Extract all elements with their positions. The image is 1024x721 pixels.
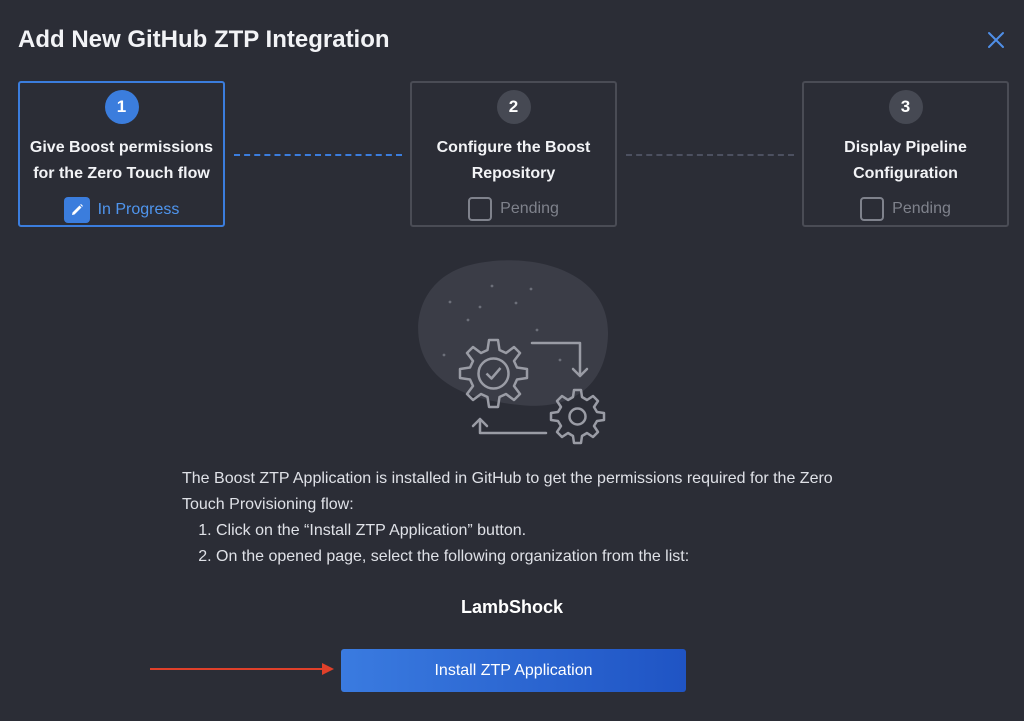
- step-1-card[interactable]: 1 Give Boost permissions for the Zero To…: [18, 81, 225, 227]
- pencil-icon: [63, 197, 90, 223]
- step-2-card[interactable]: 2 Configure the Boost Repository Pending: [410, 81, 617, 227]
- step-3-label: Display Pipeline Configuration: [844, 139, 967, 182]
- instructions-intro: The Boost ZTP Application is installed i…: [182, 470, 833, 513]
- instructions-item-1: Click on the “Install ZTP Application” b…: [216, 518, 862, 544]
- step-3-status: Pending: [804, 197, 1007, 221]
- step-1-status-text: In Progress: [97, 201, 180, 218]
- instructions-list: Click on the “Install ZTP Application” b…: [216, 518, 862, 570]
- step-2-status: Pending: [412, 197, 615, 221]
- dialog-title: Add New GitHub ZTP Integration: [18, 26, 390, 53]
- step-3-status-text: Pending: [892, 200, 951, 217]
- organization-name: LambShock: [460, 597, 564, 617]
- step-3-number: 3: [888, 90, 923, 124]
- close-button[interactable]: [984, 28, 1008, 52]
- checkbox-icon: [860, 197, 885, 221]
- instructions: The Boost ZTP Application is installed i…: [182, 466, 862, 570]
- step-connector-1: [234, 154, 402, 156]
- step-2-number: 2: [496, 90, 531, 124]
- step-1-status: In Progress: [20, 197, 223, 223]
- step-3-card[interactable]: 3 Display Pipeline Configuration Pending: [802, 81, 1009, 227]
- close-icon: [988, 32, 1004, 48]
- step-1-label: Give Boost permissions for the Zero Touc…: [29, 139, 214, 182]
- step-1-number: 1: [104, 90, 139, 124]
- instructions-item-2: On the opened page, select the following…: [216, 544, 862, 570]
- step-connector-2: [626, 154, 794, 156]
- annotation-arrow: [150, 663, 334, 675]
- install-ztp-application-button[interactable]: Install ZTP Application: [341, 649, 686, 692]
- checkbox-icon: [468, 197, 493, 221]
- gears-cycle-icon: [418, 260, 609, 445]
- step-2-status-text: Pending: [500, 200, 559, 217]
- step-2-label: Configure the Boost Repository: [436, 139, 591, 182]
